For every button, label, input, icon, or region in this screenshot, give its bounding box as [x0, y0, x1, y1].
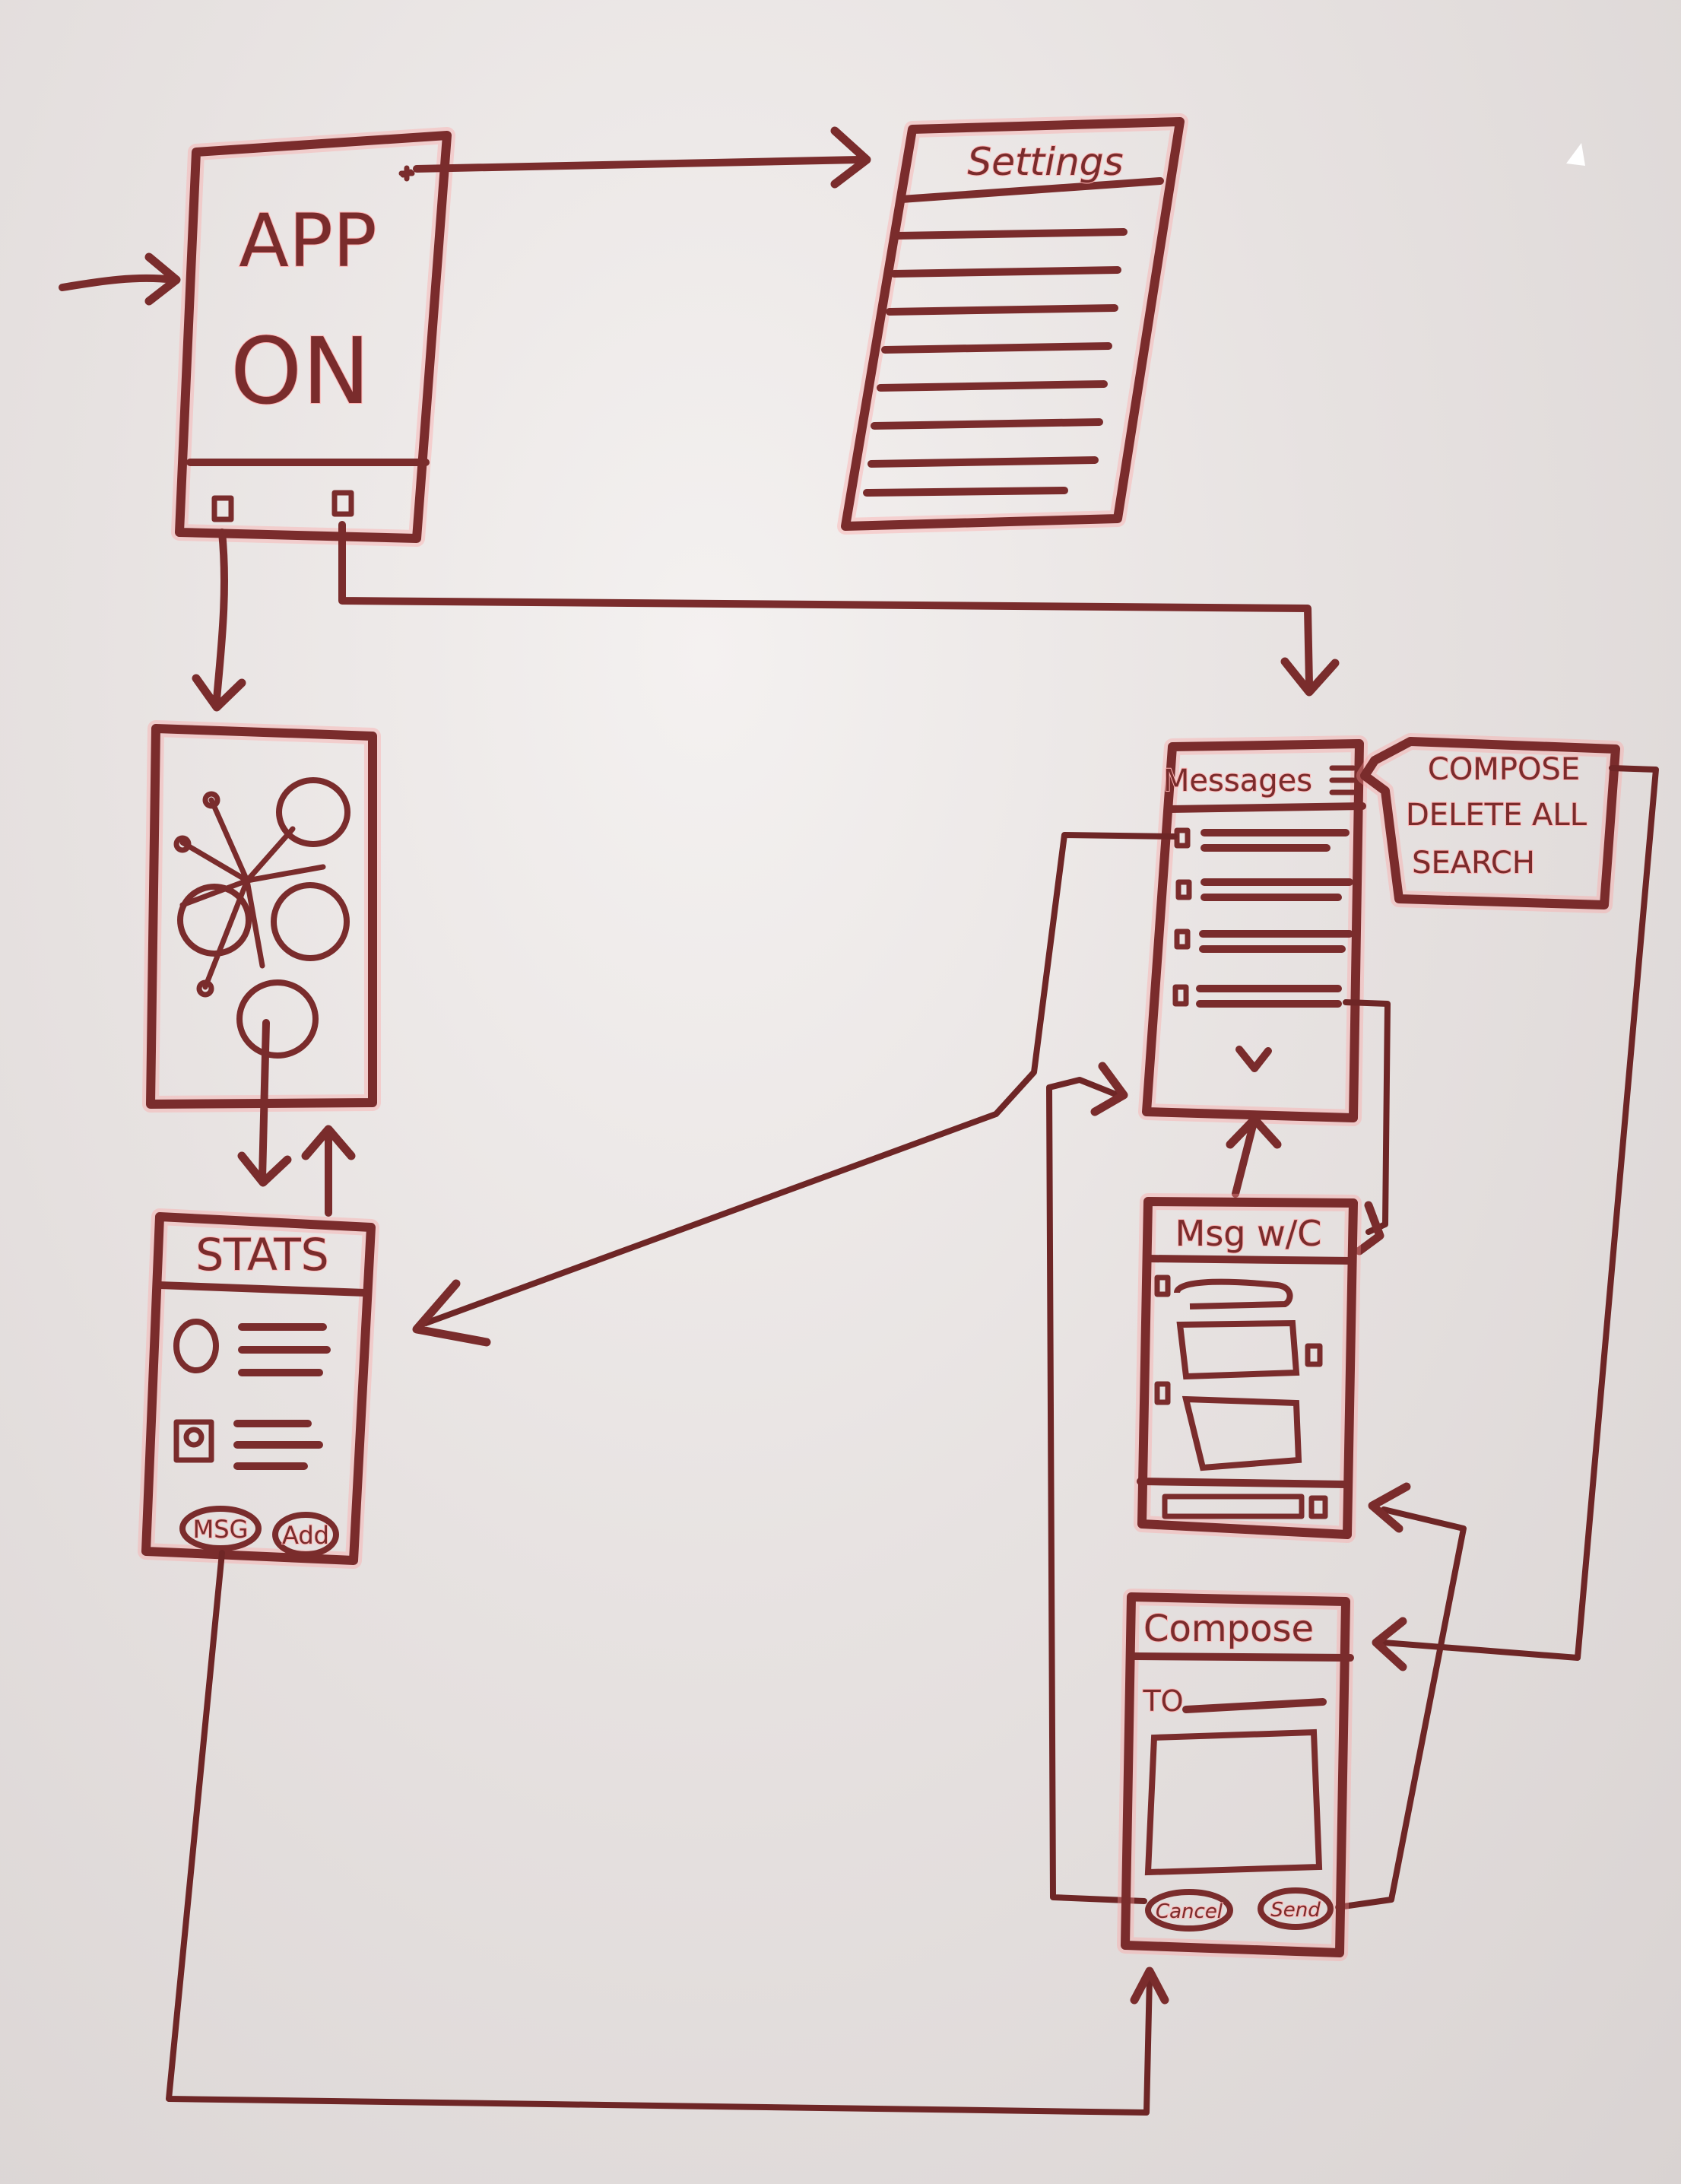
arrow-home-to-settings — [413, 126, 871, 189]
arrow-menu-to-compose — [1372, 765, 1659, 1671]
arrow-conversation-to-messages — [1226, 1115, 1282, 1198]
entry-arrow — [59, 252, 181, 306]
conversation-title: Msg w/C — [1175, 1213, 1322, 1254]
menu-icon[interactable] — [1329, 765, 1356, 795]
messages-screen: Messages — [1138, 735, 1368, 1126]
compose-title: Compose — [1143, 1608, 1314, 1650]
arrows-graph-stats — [237, 1019, 356, 1217]
messages-title: Messages — [1163, 763, 1312, 798]
reply-input[interactable] — [1162, 1494, 1305, 1519]
home-screen: APP ON — [171, 127, 455, 547]
settings-list-lines — [863, 228, 1128, 497]
settings-title: Settings — [967, 140, 1123, 184]
arrow-cancel-to-messages — [1046, 1062, 1147, 1904]
home-line-2: ON — [230, 319, 370, 425]
graph-screen — [142, 720, 381, 1113]
list-item[interactable] — [1174, 929, 1191, 950]
gear-icon — [398, 165, 415, 182]
msg-button-label: MSG — [193, 1515, 249, 1544]
to-label: TO — [1142, 1684, 1183, 1718]
bubble-network — [173, 777, 350, 1059]
cancel-label: Cancel — [1156, 1900, 1223, 1923]
stats-tab-icon — [211, 495, 234, 522]
add-button-label: Add — [282, 1521, 329, 1550]
list-item[interactable] — [1174, 827, 1191, 849]
messages-list — [1172, 827, 1353, 1008]
stats-screen: STATS MSG Add — [138, 1208, 379, 1569]
glare — [1566, 143, 1585, 166]
arrow-compose-send-to-conversation — [1335, 1482, 1467, 1910]
settings-screen: Settings — [837, 113, 1188, 535]
menu-compose[interactable]: COMPOSE — [1427, 751, 1581, 788]
menu-search[interactable]: SEARCH — [1411, 845, 1536, 881]
arrow-home-to-graph — [192, 529, 246, 712]
compose-cancel-button[interactable]: Cancel — [1145, 1889, 1233, 1932]
menu-delete-all[interactable]: DELETE ALL — [1405, 797, 1588, 833]
arrow-messages-to-stats — [412, 832, 1178, 1347]
stats-title: STATS — [195, 1229, 328, 1281]
to-field[interactable] — [1182, 1698, 1327, 1713]
message-body-field[interactable] — [1144, 1728, 1323, 1876]
send-icon[interactable] — [1308, 1495, 1328, 1519]
msg-button[interactable]: MSG — [179, 1506, 262, 1551]
message-bubbles — [1154, 1275, 1323, 1471]
arrow-item-to-conversation — [1343, 999, 1391, 1255]
compose-screen: Compose TO Cancel Send — [1117, 1589, 1354, 1961]
chevron-down-icon[interactable] — [1235, 1046, 1272, 1072]
conversation-screen: Msg w/C — [1134, 1193, 1362, 1543]
send-label: Send — [1270, 1899, 1321, 1922]
add-button[interactable]: Add — [272, 1512, 339, 1557]
list-item[interactable] — [1175, 879, 1192, 900]
stat-avatar-circle — [173, 1319, 219, 1373]
messages-tab-icon — [331, 490, 354, 517]
compose-send-button[interactable]: Send — [1258, 1887, 1334, 1930]
stat-avatar-photo — [173, 1419, 214, 1463]
home-line-1: APP — [239, 198, 376, 284]
messages-menu-popup: COMPOSE DELETE ALL SEARCH — [1356, 733, 1624, 913]
list-item[interactable] — [1172, 984, 1189, 1007]
arrow-stats-msg-to-compose — [166, 1550, 1169, 2116]
arrow-home-to-messages — [338, 521, 1340, 697]
